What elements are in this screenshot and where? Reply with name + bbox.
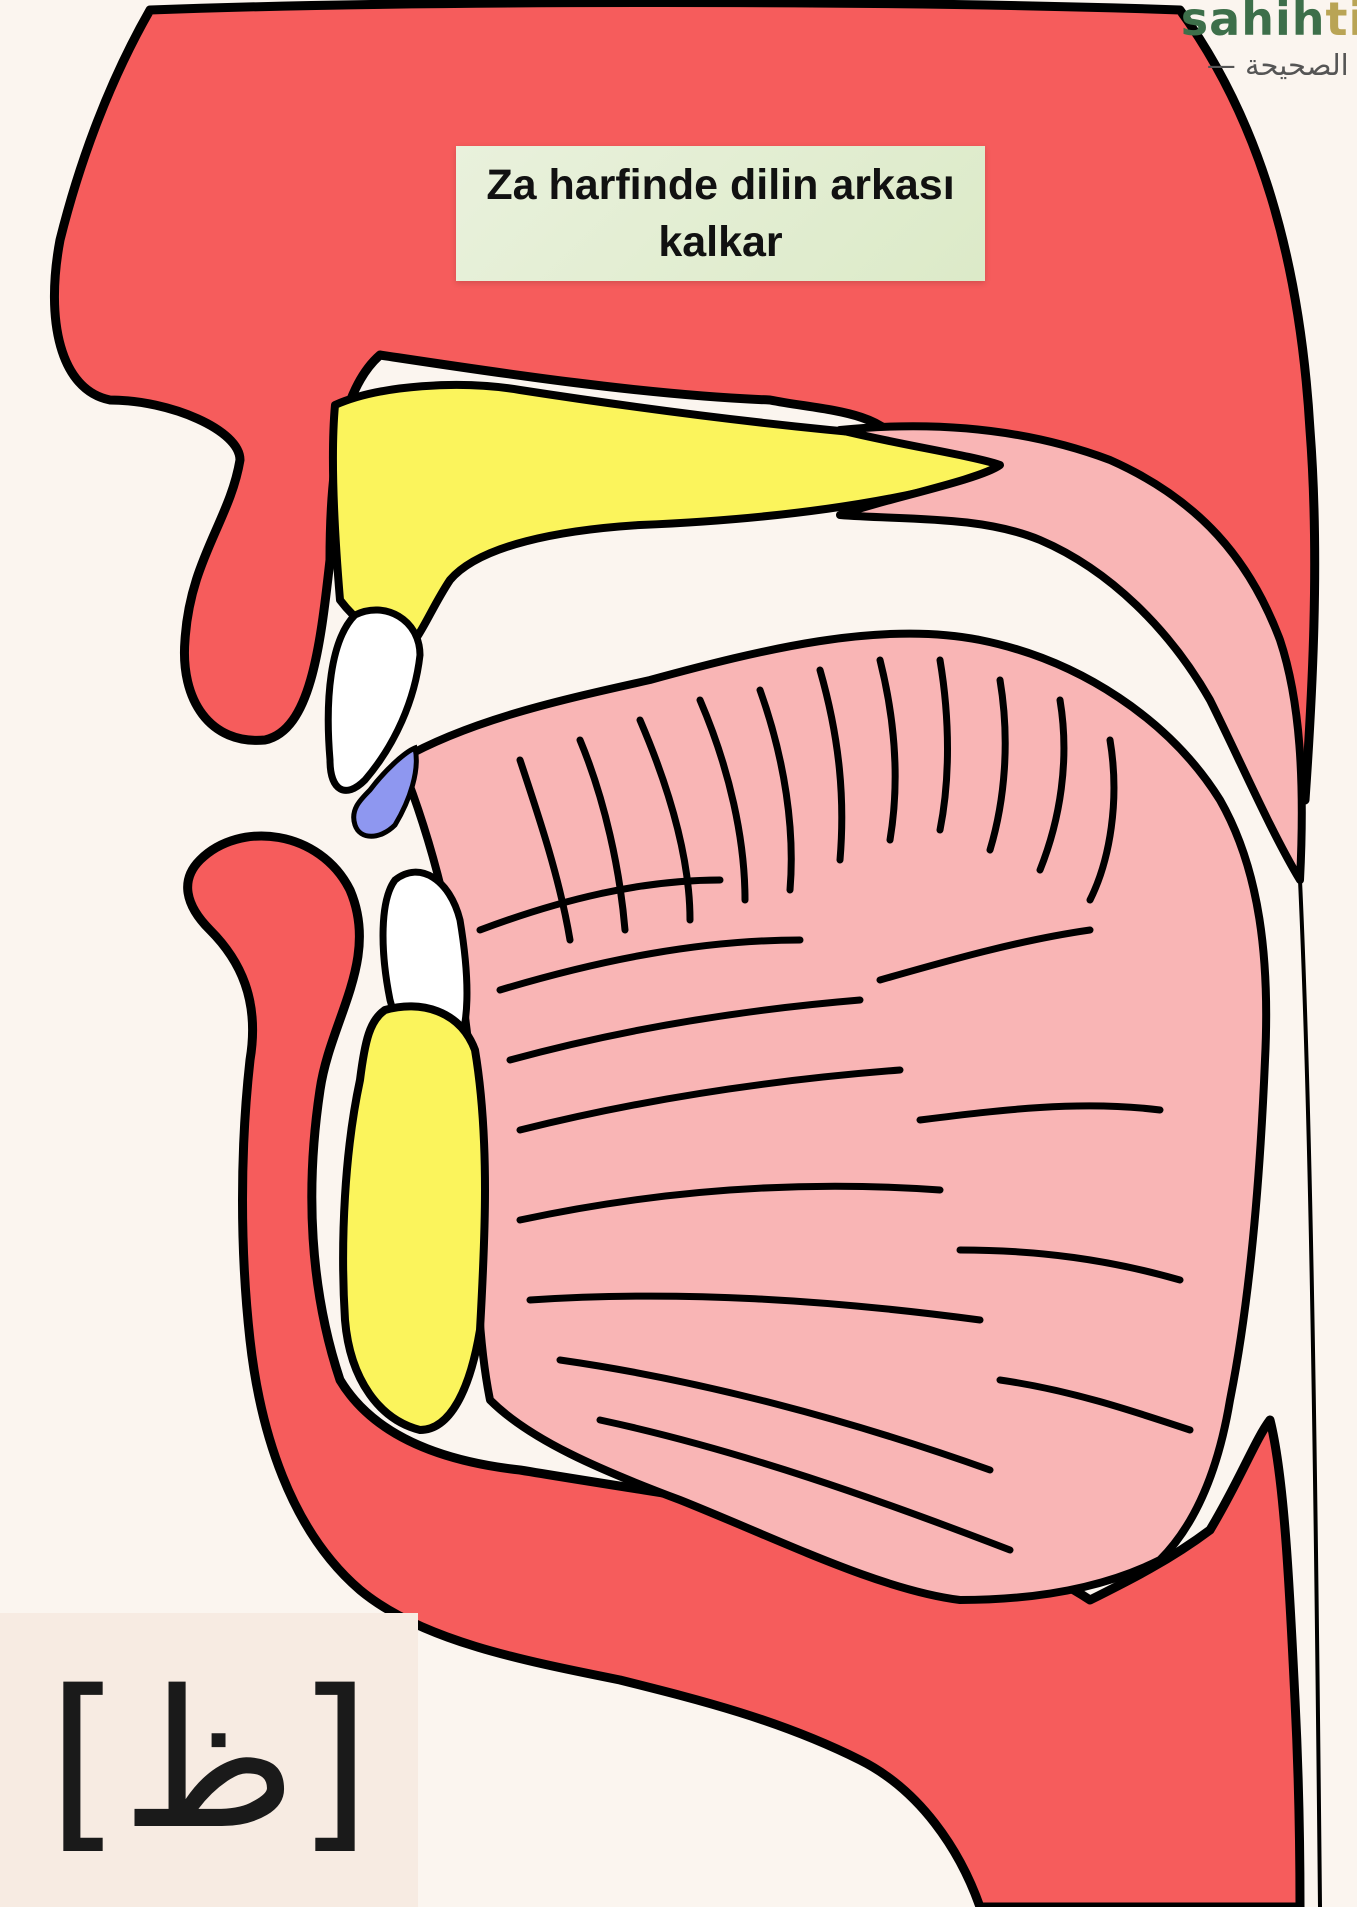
letter-panel: [ظ] (0, 1613, 418, 1907)
lower-jaw-bone (343, 1006, 485, 1430)
caption-text: Za harfinde dilin arkası kalkar (486, 157, 956, 271)
brand-tagline: ـة الصحيحة — (1181, 48, 1357, 82)
brand-name: sahihtil (1181, 0, 1357, 46)
arabic-letter: [ظ] (0, 1613, 418, 1907)
caption-box: Za harfinde dilin arkası kalkar (456, 146, 985, 281)
brand-logo: sahihtil ـة الصحيحة — (1181, 0, 1357, 82)
